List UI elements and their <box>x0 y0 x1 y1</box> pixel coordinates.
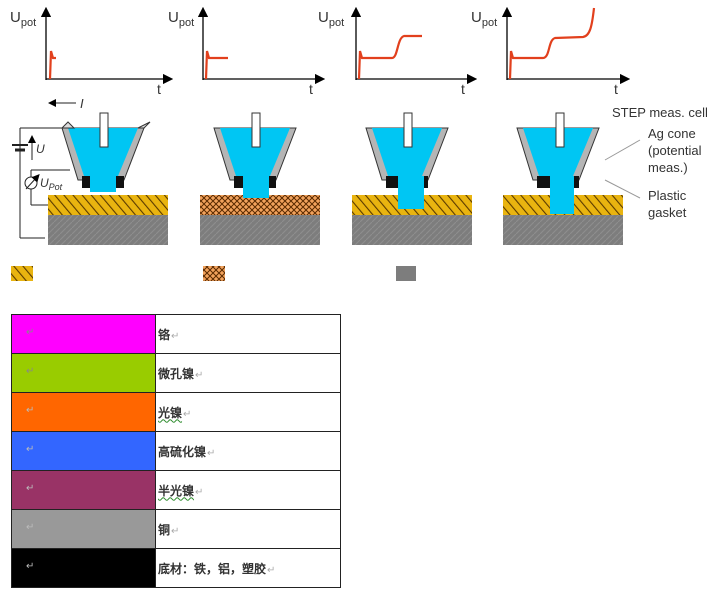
gasket-label-1: Plastic <box>648 188 687 203</box>
legend-label: 铜 <box>158 522 171 537</box>
x-axis-label: t <box>461 81 465 97</box>
legend-color-swatch: ↵ <box>11 548 156 588</box>
legend-label: 高硫化镍 <box>158 444 207 459</box>
layer-legend-table: ↵铬↵↵微孔镍↵↵光镍↵↵高硫化镍↵↵半光镍↵↵铜↵↵底材：铁，铝，塑胶↵ <box>11 314 341 588</box>
step-measurement-diagram: Upot t Upot t Upot t Upot t <box>10 6 708 281</box>
return-mark-icon: ↵ <box>183 408 192 420</box>
legend-row: ↵微孔镍↵ <box>11 353 341 393</box>
x-axis-label: t <box>614 81 618 97</box>
step-cell-label: STEP meas. cell <box>612 105 708 120</box>
legend-color-swatch: ↵ <box>11 392 156 432</box>
graph-3: Upot t <box>318 6 478 97</box>
legend-color-swatch: ↵ <box>11 509 156 549</box>
return-mark-icon: ↵ <box>171 525 180 537</box>
legend-row: ↵底材：铁，铝，塑胶↵ <box>11 548 341 588</box>
ag-cone-label-3: meas.) <box>648 160 688 175</box>
legend-row: ↵光镍↵ <box>11 392 341 432</box>
graph-4: Upot t <box>471 6 631 97</box>
legend-label: 铬 <box>158 327 171 342</box>
potential-curve <box>48 50 56 80</box>
y-axis-label: Upot <box>168 9 194 29</box>
current-label: I <box>80 96 84 111</box>
cell-stage-3 <box>352 112 472 245</box>
potential-curve <box>204 50 228 80</box>
return-mark-icon: ↵ <box>195 486 204 498</box>
cell-stage-1 <box>48 112 168 245</box>
y-axis-label: Upot <box>318 9 344 29</box>
legend-label: 半光镍 <box>158 483 195 498</box>
cell-stage-2 <box>200 112 320 245</box>
return-mark-icon: ↵ <box>195 369 204 381</box>
return-mark-icon: ↵ <box>26 483 35 494</box>
legend-color-swatch: ↵ <box>11 353 156 393</box>
legend-label-cell: 底材：铁，铝，塑胶↵ <box>155 548 341 588</box>
potential-curve <box>508 7 596 80</box>
y-axis-label: Upot <box>471 9 497 29</box>
return-mark-icon: ↵ <box>26 444 35 455</box>
legend-label: 微孔镍 <box>158 366 195 381</box>
legend-label-cell: 光镍↵ <box>155 392 341 432</box>
x-axis-label: t <box>309 81 313 97</box>
return-mark-icon: ↵ <box>26 366 35 377</box>
gasket-label-2: gasket <box>648 205 687 220</box>
legend-row: ↵高硫化镍↵ <box>11 431 341 471</box>
return-mark-icon: ↵ <box>267 564 276 576</box>
legend-row: ↵铜↵ <box>11 509 341 549</box>
ag-cone-label-2: (potential <box>648 143 702 158</box>
cell-stage-4 <box>503 112 623 245</box>
return-mark-icon: ↵ <box>26 561 35 572</box>
legend-label-cell: 半光镍↵ <box>155 470 341 510</box>
return-mark-icon: ↵ <box>26 327 35 338</box>
potential-curve <box>357 34 422 80</box>
graph-2: Upot t <box>168 6 326 97</box>
ag-cone-leader <box>604 139 641 161</box>
voltage-label: U <box>36 142 45 156</box>
legend-label-cell: 铜↵ <box>155 509 341 549</box>
return-mark-icon: ↵ <box>207 447 216 459</box>
return-mark-icon: ↵ <box>26 405 35 416</box>
swatch-hatched-layer <box>11 266 33 281</box>
legend-label-cell: 微孔镍↵ <box>155 353 341 393</box>
swatch-crosshatched-layer <box>203 266 225 281</box>
swatch-substrate <box>396 266 416 281</box>
legend-label: 底材：铁，铝，塑胶 <box>158 561 267 576</box>
legend-label-cell: 高硫化镍↵ <box>155 431 341 471</box>
ag-cone-label-1: Ag cone <box>648 126 696 141</box>
legend-label: 光镍 <box>158 405 183 420</box>
y-axis-label: Upot <box>10 9 36 29</box>
legend-row: ↵半光镍↵ <box>11 470 341 510</box>
graph-1: Upot t <box>10 6 174 97</box>
gasket-leader <box>604 179 641 199</box>
return-mark-icon: ↵ <box>26 522 35 533</box>
potential-label: UPot <box>40 176 63 192</box>
x-axis-label: t <box>157 81 161 97</box>
legend-color-swatch: ↵ <box>11 314 156 354</box>
legend-color-swatch: ↵ <box>11 470 156 510</box>
legend-label-cell: 铬↵ <box>155 314 341 354</box>
legend-color-swatch: ↵ <box>11 431 156 471</box>
return-mark-icon: ↵ <box>171 330 180 342</box>
legend-row: ↵铬↵ <box>11 314 341 354</box>
